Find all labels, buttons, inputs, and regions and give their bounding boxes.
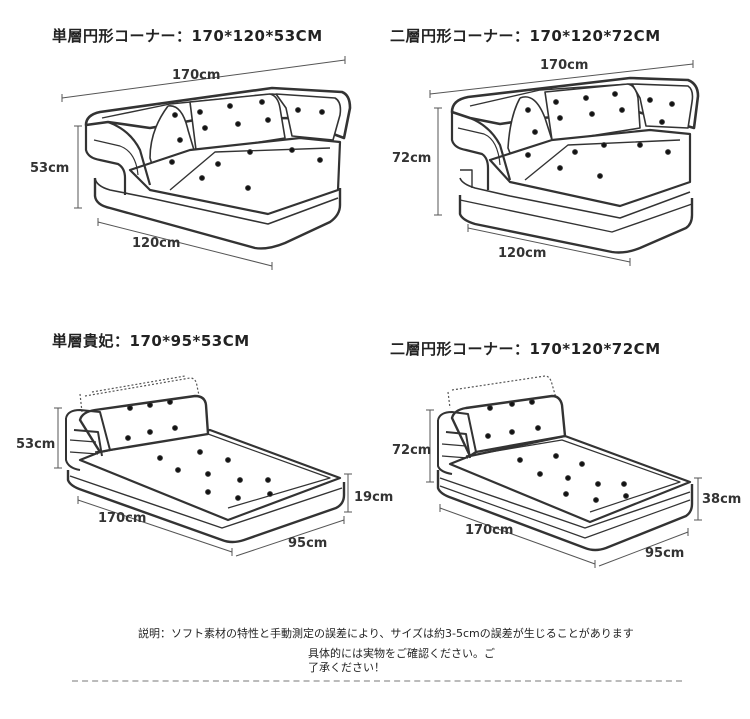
- disclaimer-line2: 具体的には実物をご確認ください。ご: [308, 647, 495, 660]
- chaise-single-drawing: [54, 375, 352, 557]
- corner-sofa-double-drawing: [429, 60, 700, 266]
- panel4-base-label: 38cm: [702, 492, 742, 507]
- panel3-title: 単層貴妃：170*95*53CM: [52, 332, 250, 350]
- panel4-length-label: 170cm: [465, 523, 514, 538]
- panel1-height-label: 53cm: [30, 161, 70, 176]
- panel3-width-label: 95cm: [288, 536, 328, 551]
- disclaimer-line3: 了承ください！: [308, 661, 385, 674]
- panel2-width-label: 170cm: [540, 58, 589, 73]
- panel2-depth-label: 120cm: [498, 246, 547, 261]
- panel3-base-label: 19cm: [354, 490, 394, 505]
- panel3-height-label: 53cm: [16, 437, 56, 452]
- panel1-depth-label: 120cm: [132, 236, 181, 251]
- panel1-width-label: 170cm: [172, 68, 221, 83]
- panel2-title: 二層円形コーナー：170*120*72CM: [390, 27, 661, 45]
- corner-sofa-single-drawing: [61, 56, 352, 270]
- panel4-height-label: 72cm: [392, 443, 432, 458]
- panel4-title: 二層円形コーナー：170*120*72CM: [390, 340, 661, 358]
- panel4-width-label: 95cm: [645, 546, 685, 561]
- chaise-double-drawing: [426, 375, 702, 568]
- disclaimer-line1: 説明：ソフト素材の特性と手動測定の誤差により、サイズは約3-5cmの誤差が生じる…: [138, 627, 634, 640]
- panel1-title: 単層円形コーナー：170*120*53CM: [52, 27, 323, 45]
- bottom-dashed-divider: [72, 680, 682, 682]
- panel3-length-label: 170cm: [98, 511, 147, 526]
- panel2-height-label: 72cm: [392, 151, 432, 166]
